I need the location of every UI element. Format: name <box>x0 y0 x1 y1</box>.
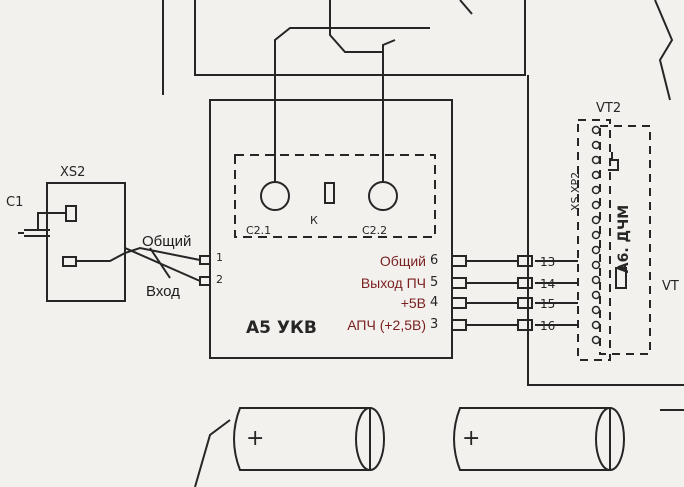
c1-label: C1 <box>6 195 24 210</box>
xs-xp-label: XS XP2 <box>569 171 583 212</box>
xs2-title: XS2 <box>60 165 86 180</box>
vt2-label: VT2 <box>596 101 622 116</box>
wire-top-mid <box>329 0 383 53</box>
wire-top-right <box>459 0 473 15</box>
output-5v-label: +5В <box>400 295 426 311</box>
xs2-module-box <box>46 182 126 302</box>
term-15 <box>517 297 533 309</box>
battery-1 <box>233 407 371 471</box>
output-if-label: Выход ПЧ <box>360 275 426 291</box>
c22-label: С2.2 <box>362 224 388 237</box>
c21-label: С2.1 <box>246 224 272 237</box>
wire-c21 <box>274 27 430 150</box>
term-16 <box>517 319 533 331</box>
pin-1-number: 1 <box>216 251 223 264</box>
term-13-number: 13 <box>540 255 556 269</box>
pin-5-number: 5 <box>430 275 439 290</box>
battery-2 <box>453 407 611 471</box>
vt-edge-label: VT <box>662 279 679 294</box>
pin-6 <box>451 255 467 267</box>
pin-2 <box>199 276 211 286</box>
top-loop-wire <box>194 0 526 76</box>
capacitor-c21 <box>260 181 290 211</box>
coil-k <box>324 182 335 204</box>
a5-module-box <box>209 99 453 359</box>
output-common-label: Общий <box>379 253 426 269</box>
pin-3-number: 3 <box>430 317 439 332</box>
term-15-number: 15 <box>540 297 556 311</box>
pin-4 <box>451 297 467 309</box>
input-common-label: Общий <box>142 233 192 250</box>
a6-module-dashed <box>599 125 651 355</box>
output-afc-label: АПЧ (+2,5В) <box>347 317 426 333</box>
pin-6-number: 6 <box>430 253 439 268</box>
pin-3 <box>451 319 467 331</box>
a5-title: А5 УКВ <box>246 318 317 338</box>
a5-inner-dashed <box>234 154 436 238</box>
term-14-number: 14 <box>540 277 556 291</box>
term-13 <box>517 255 533 267</box>
a6-connector-dashed <box>577 119 611 361</box>
pin-5 <box>451 277 467 289</box>
pin-4-number: 4 <box>430 295 439 310</box>
pin-2-number: 2 <box>216 273 223 286</box>
k-label: К <box>310 214 318 227</box>
term-16-number: 16 <box>540 319 556 333</box>
input-signal-label: Вход <box>146 283 180 300</box>
capacitor-c22 <box>368 181 398 211</box>
a6-title: А6. ДЧМ <box>616 204 633 274</box>
wire-c22 <box>382 39 396 150</box>
battery-2-plus: + <box>462 426 481 451</box>
battery-1-plus: + <box>246 426 265 451</box>
term-14 <box>517 277 533 289</box>
pin-1 <box>199 255 211 265</box>
